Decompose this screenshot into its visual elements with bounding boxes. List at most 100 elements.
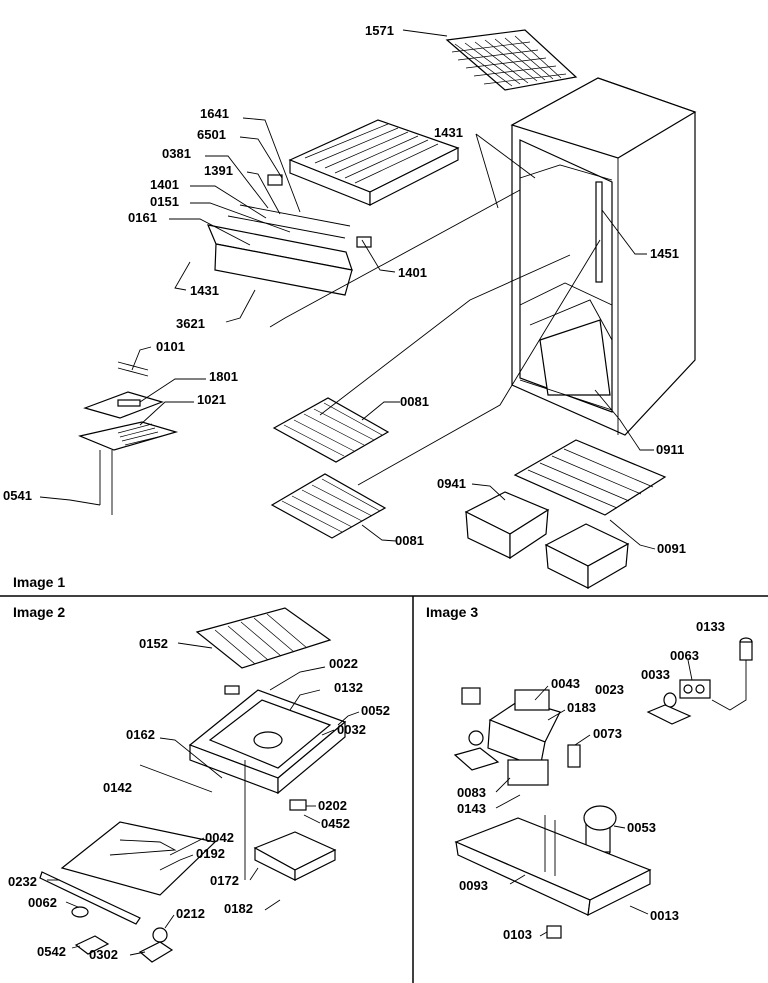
label-0052: 0052 [361, 703, 390, 718]
leader-0043 [534, 685, 549, 701]
leader-3621 [225, 289, 256, 323]
leader-0143 [495, 794, 521, 809]
leader-0032 [321, 729, 335, 736]
leader-0162 [159, 737, 223, 779]
label-0142: 0142 [103, 780, 132, 795]
label-0042: 0042 [205, 830, 234, 845]
label-0212: 0212 [176, 906, 205, 921]
crisper-cover [513, 439, 667, 516]
label-1391: 1391 [204, 163, 233, 178]
freezer-shelf-assembly [288, 119, 460, 206]
damper-housing [453, 687, 581, 786]
leader-0151 [190, 202, 291, 233]
label-0161: 0161 [128, 210, 157, 225]
leader-0013 [629, 905, 649, 915]
label-1431-left: 1431 [190, 283, 219, 298]
panel-title-image-3: Image 3 [426, 604, 478, 620]
label-6501: 6501 [197, 127, 226, 142]
leader-0192 [159, 854, 194, 871]
leader-0182 [264, 899, 281, 911]
leader-0081-to-cabinet-b [357, 239, 601, 486]
label-0133: 0133 [696, 619, 725, 634]
thermostat-control [244, 760, 337, 881]
label-0302: 0302 [89, 947, 118, 962]
leader-0081-to-cabinet-a [319, 254, 571, 416]
label-0542: 0542 [37, 944, 66, 959]
leader-0381 [205, 155, 269, 209]
leader-0093 [509, 874, 526, 885]
image-2-exploded-view: 0152 0022 0132 0052 0032 0162 0142 0202 … [8, 607, 390, 963]
label-0452: 0452 [321, 816, 350, 831]
label-0032: 0032 [337, 722, 366, 737]
refrigerator-cabinet [510, 77, 697, 436]
label-0023: 0023 [595, 682, 624, 697]
image-1-exploded-view: 1571 [3, 23, 697, 590]
image-3-exploded-view: 0133 0063 0033 0023 0043 0183 0073 [453, 619, 753, 942]
leader-1451 [601, 209, 647, 255]
light-cover-parts [78, 361, 179, 515]
leader-1391 [246, 171, 281, 215]
label-0162: 0162 [126, 727, 155, 742]
evaporator-cover-base [454, 815, 652, 917]
leader-0542 [71, 945, 81, 949]
label-0381: 0381 [162, 146, 191, 161]
label-1021: 1021 [197, 392, 226, 407]
label-0043: 0043 [551, 676, 580, 691]
part-0212 [152, 927, 168, 943]
leader-0042 [169, 837, 205, 856]
label-0053: 0053 [627, 820, 656, 835]
part-0542 [74, 935, 110, 955]
leader-0911 [594, 389, 654, 451]
leader-0183 [547, 709, 566, 721]
label-0013: 0013 [650, 908, 679, 923]
label-0022: 0022 [329, 656, 358, 671]
label-0093: 0093 [459, 878, 488, 893]
control-tray [188, 685, 347, 795]
leader-1641 [242, 117, 301, 213]
part-0202 [289, 799, 307, 811]
label-1431-top: 1431 [434, 125, 463, 140]
label-0172: 0172 [210, 873, 239, 888]
leader-6501 [239, 136, 283, 179]
label-1641: 1641 [200, 106, 229, 121]
panel-title-image-1: Image 1 [13, 574, 65, 590]
panel-title-image-2: Image 2 [13, 604, 65, 620]
leader-0053 [613, 825, 626, 829]
leader-1801 [139, 378, 206, 403]
label-0152: 0152 [139, 636, 168, 651]
control-housing [207, 174, 372, 296]
label-0941: 0941 [437, 476, 466, 491]
label-1571: 1571 [365, 23, 394, 38]
crisper-pan-right [544, 523, 630, 590]
leader-1401-right [361, 239, 396, 273]
label-0081-lower: 0081 [395, 533, 424, 548]
label-1401-right: 1401 [398, 265, 427, 280]
leader-0152 [177, 642, 213, 649]
label-0183: 0183 [567, 700, 596, 715]
leader-0212 [164, 914, 175, 929]
leader-0132 [289, 689, 321, 711]
label-3621: 3621 [176, 316, 205, 331]
leader-0161 [169, 218, 251, 246]
rod-0142 [139, 764, 213, 793]
leader-0022 [269, 666, 326, 691]
leader-1571 [402, 29, 448, 37]
label-0063: 0063 [670, 648, 699, 663]
part-0062 [71, 906, 89, 918]
leader-0941 [471, 483, 506, 501]
label-0081-upper: 0081 [400, 394, 429, 409]
label-1451: 1451 [650, 246, 679, 261]
leader-1431-top-b [475, 133, 536, 179]
label-0091: 0091 [657, 541, 686, 556]
leader-1431-left [174, 261, 191, 291]
part-0023 [646, 704, 692, 725]
leader-0302 [129, 951, 146, 956]
wire-shelf-lower [270, 473, 387, 539]
crisper-pan-left [464, 491, 550, 560]
leader-0063 [687, 659, 693, 681]
label-1801: 1801 [209, 369, 238, 384]
label-0541: 0541 [3, 488, 32, 503]
leader-1431-top-a [475, 133, 499, 209]
leader-0172 [249, 867, 259, 881]
